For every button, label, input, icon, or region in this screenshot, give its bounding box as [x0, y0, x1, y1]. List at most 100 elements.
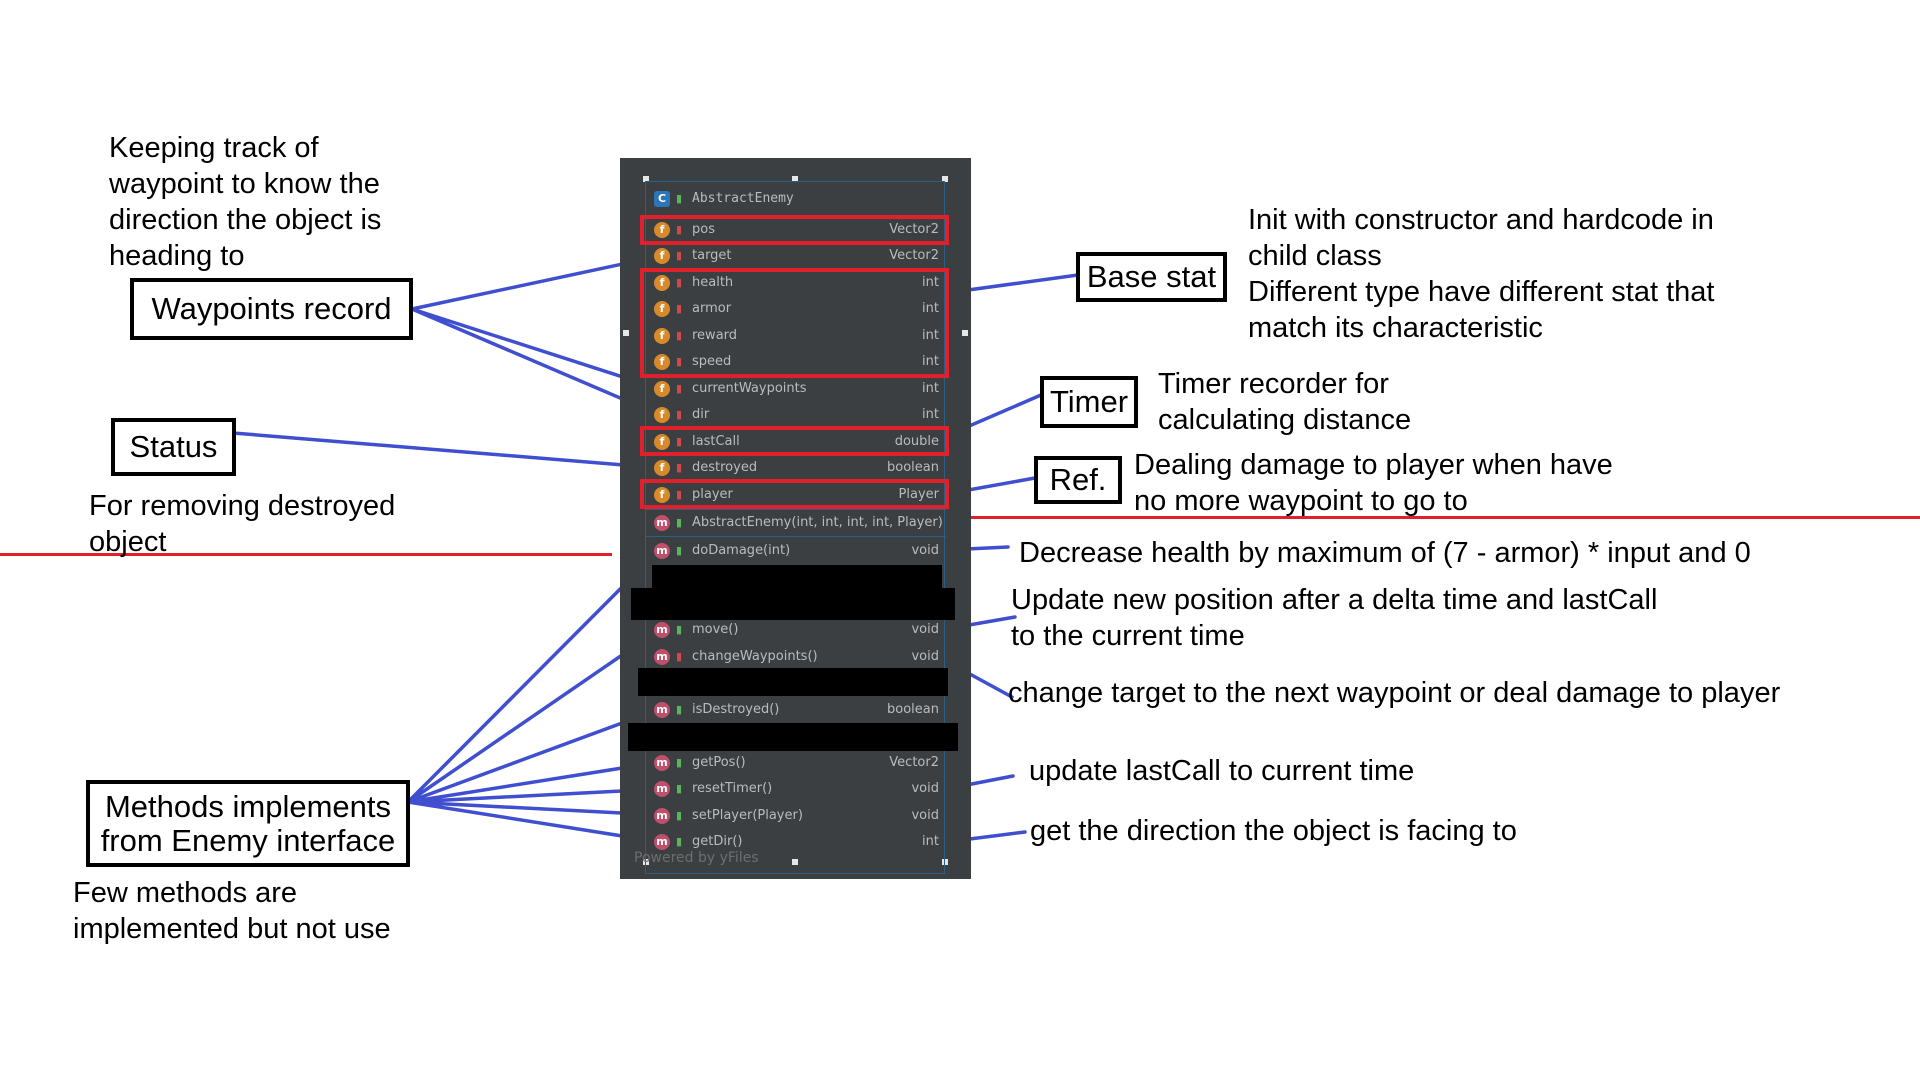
label-timer: Timer — [1040, 376, 1138, 428]
method-return-type: void — [911, 622, 939, 637]
redacted-block — [638, 668, 948, 696]
label-methods-implements: Methods implements from Enemy interface — [86, 780, 410, 867]
private-lock-icon: ▮ — [675, 249, 683, 262]
label-waypoints-record-text: Waypoints record — [151, 291, 392, 326]
selection-handle[interactable] — [792, 176, 798, 182]
field-row-lastcall[interactable]: f ▮ lastCall double — [646, 429, 946, 455]
field-row-currentwaypoints[interactable]: f ▮ currentWaypoints int — [646, 376, 946, 402]
method-return-type: void — [911, 543, 939, 558]
method-row-getpos[interactable]: m ▮ getPos() Vector2 — [646, 750, 946, 776]
selection-handle[interactable] — [942, 859, 948, 865]
class-icon: C — [654, 191, 670, 207]
private-lock-icon: ▮ — [675, 329, 683, 342]
method-row-dodamage[interactable]: m ▮ doDamage(int) void — [646, 538, 946, 564]
private-lock-icon: ▮ — [675, 461, 683, 474]
note-getdir-desc: get the direction the object is facing t… — [1030, 815, 1517, 847]
private-lock-icon: ▮ — [675, 276, 683, 289]
field-row-dir[interactable]: f ▮ dir int — [646, 402, 946, 428]
selection-handle[interactable] — [643, 176, 649, 182]
public-icon: ▮ — [675, 623, 683, 636]
field-icon: f — [654, 487, 670, 503]
method-name: isDestroyed() — [692, 702, 780, 717]
field-icon: f — [654, 328, 670, 344]
method-row-isdestroyed[interactable]: m ▮ isDestroyed() boolean — [646, 697, 946, 723]
label-waypoints-record: Waypoints record — [130, 278, 413, 340]
method-row-resettimer[interactable]: m ▮ resetTimer() void — [646, 776, 946, 802]
field-name: lastCall — [692, 434, 740, 449]
public-icon: ▮ — [675, 192, 683, 205]
method-row-setplayer[interactable]: m ▮ setPlayer(Player) void — [646, 803, 946, 829]
note-move-desc: Update new position after a delta time a… — [1011, 584, 1658, 652]
label-status: Status — [111, 418, 236, 476]
selection-handle[interactable] — [942, 176, 948, 182]
connector-methods-dodamage — [406, 547, 662, 804]
field-type: double — [894, 434, 939, 449]
private-lock-icon: ▮ — [675, 355, 683, 368]
method-row-move[interactable]: m ▮ move() void — [646, 617, 946, 643]
highlight-lastcall — [640, 426, 949, 456]
private-lock-icon: ▮ — [675, 302, 683, 315]
connector-waypoints-current — [410, 307, 662, 391]
field-row-speed[interactable]: f ▮ speed int — [646, 349, 946, 375]
field-row-player[interactable]: f ▮ player Player — [646, 482, 946, 508]
field-icon: f — [654, 301, 670, 317]
field-icon: f — [654, 407, 670, 423]
field-row-armor[interactable]: f ▮ armor int — [646, 296, 946, 322]
method-icon: m — [654, 622, 670, 638]
class-title: AbstractEnemy — [692, 191, 794, 206]
method-name: getDir() — [692, 834, 743, 849]
public-icon: ▮ — [675, 809, 683, 822]
connector-status-destroyed — [231, 431, 662, 470]
method-icon: m — [654, 755, 670, 771]
selection-handle[interactable] — [962, 330, 968, 336]
private-lock-icon: ▮ — [675, 435, 683, 448]
connector-methods-move — [406, 627, 662, 804]
field-name: destroyed — [692, 460, 758, 475]
note-ref-desc: Dealing damage to player when have no mo… — [1134, 449, 1613, 517]
method-name: getPos() — [692, 755, 746, 770]
method-row-changewaypoints[interactable]: m ▮ changeWaypoints() void — [646, 644, 946, 670]
field-icon: f — [654, 222, 670, 238]
method-icon: m — [654, 702, 670, 718]
label-methods-line2: from Enemy interface — [100, 822, 396, 858]
selection-handle[interactable] — [792, 859, 798, 865]
constructor-row[interactable]: m ▮ AbstractEnemy(int, int, int, int, Pl… — [646, 510, 946, 536]
field-icon: f — [654, 434, 670, 450]
public-icon: ▮ — [675, 835, 683, 848]
field-row-pos[interactable]: f ▮ pos Vector2 — [646, 217, 946, 243]
public-icon: ▮ — [675, 703, 683, 716]
field-icon: f — [654, 381, 670, 397]
field-name: speed — [692, 354, 732, 369]
method-return-type: void — [911, 781, 939, 796]
connector-methods-setplayer — [406, 800, 662, 817]
selection-handle[interactable] — [623, 330, 629, 336]
public-icon: ▮ — [675, 756, 683, 769]
selection-handle[interactable] — [643, 859, 649, 865]
connector-waypoints-dir — [410, 307, 662, 417]
label-status-text: Status — [129, 429, 218, 464]
field-row-target[interactable]: f ▮ target Vector2 — [646, 243, 946, 269]
field-type: Vector2 — [889, 222, 939, 237]
field-name: reward — [692, 328, 738, 343]
public-icon: ▮ — [675, 544, 683, 557]
constructor-name: AbstractEnemy(int, int, int, int, Player… — [692, 515, 943, 530]
field-row-health[interactable]: f ▮ health int — [646, 270, 946, 296]
note-status-desc: For removing destroyed object — [89, 490, 396, 558]
field-name: player — [692, 487, 733, 502]
method-name: setPlayer(Player) — [692, 808, 803, 823]
method-return-type: int — [922, 834, 939, 849]
method-name: move() — [692, 622, 739, 637]
method-row-getdir[interactable]: m ▮ getDir() int — [646, 829, 946, 855]
field-row-destroyed[interactable]: f ▮ destroyed boolean — [646, 455, 946, 481]
field-icon: f — [654, 275, 670, 291]
connector-methods-isdestroyed — [406, 707, 662, 804]
class-card[interactable]: C ▮ AbstractEnemy f ▮ pos Vector2 f ▮ ta… — [645, 181, 946, 874]
connector-waypoints-target — [410, 254, 662, 311]
class-title-row[interactable]: C ▮ AbstractEnemy — [646, 186, 946, 212]
field-type: int — [922, 328, 939, 343]
field-row-reward[interactable]: f ▮ reward int — [646, 323, 946, 349]
field-type: int — [922, 301, 939, 316]
label-ref: Ref. — [1034, 456, 1122, 504]
method-return-type: boolean — [887, 702, 939, 717]
field-icon: f — [654, 248, 670, 264]
